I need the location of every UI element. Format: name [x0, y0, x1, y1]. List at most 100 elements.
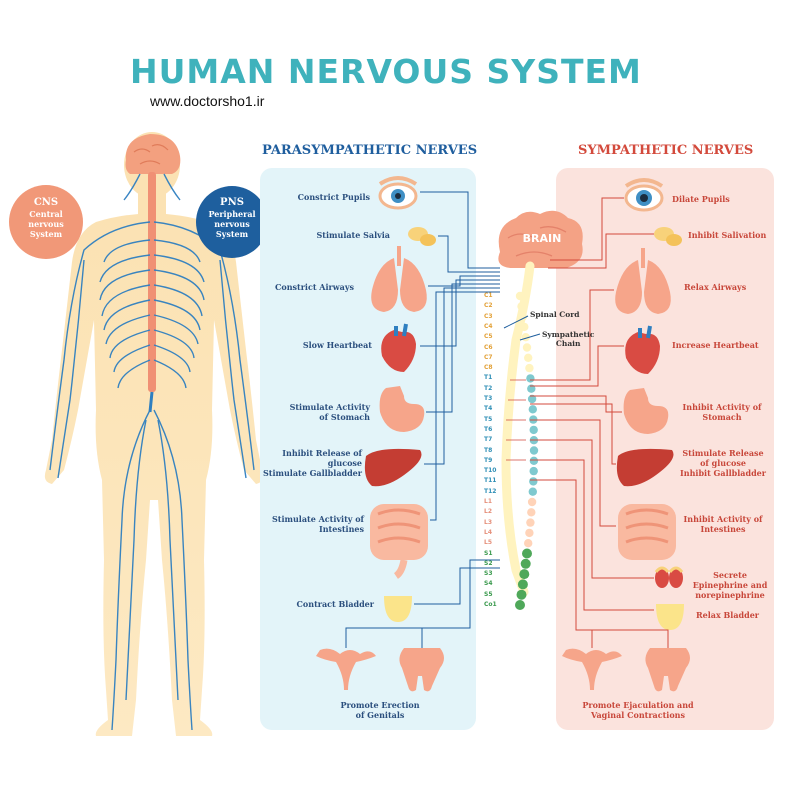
vertebra-label-s3: S3	[484, 570, 493, 578]
vertebra-label-t11: T11	[484, 477, 497, 485]
sym-label-relax-airways: Relax Airways	[684, 282, 747, 292]
vertebra-label-t2: T2	[484, 384, 493, 392]
vertebra-dot-s2	[520, 558, 531, 569]
vertebra-label-c2: C2	[484, 302, 493, 310]
vertebra-label-t10: T10	[484, 467, 497, 475]
vertebra-dot-s5	[516, 589, 527, 600]
vertebra-dot-c2	[517, 302, 526, 311]
vertebra-dot-s1	[522, 548, 532, 559]
vertebra-dot-l4	[525, 528, 534, 538]
brain-label: BRAIN	[522, 232, 562, 245]
vertebra-dot-t6	[529, 425, 538, 435]
vertebra-dot-co1	[515, 600, 525, 610]
pns-label: PNS Peripheral nervous System	[208, 197, 256, 239]
pns-badge	[196, 186, 268, 258]
para-label-constrict-airways: Constrict Airways	[274, 282, 354, 292]
vertebra-label-t7: T7	[484, 436, 493, 444]
vertebra-label-s4: S4	[484, 580, 493, 588]
vertebra-label-c5: C5	[484, 333, 493, 341]
cns-label: CNS Central nervous System	[28, 197, 64, 239]
para-label-slow-heartbeat: Slow Heartbeat	[302, 340, 372, 350]
vertebra-label-t3: T3	[484, 395, 493, 402]
vertebra-dot-s3	[519, 569, 530, 580]
central-brain-spine	[498, 210, 583, 610]
vertebra-label-t4: T4	[484, 405, 493, 413]
vertebra-label-co1: Co1	[484, 601, 497, 608]
vertebra-label-t1: T1	[484, 374, 493, 382]
vertebra-label-c1: C1	[484, 292, 493, 299]
parasympathetic-heading: PARASYMPATHETIC NERVES	[262, 143, 478, 158]
vertebra-label-c7: C7	[484, 353, 493, 361]
vertebra-dot-c1	[515, 291, 525, 301]
vertebra-dot-l1	[527, 497, 537, 507]
sym-organs	[562, 178, 690, 692]
vertebra-dot-c7	[524, 353, 533, 362]
vertebra-dot-t4	[528, 405, 537, 414]
vertebra-label-s1: S1	[484, 549, 493, 557]
vertebra-dot-t8	[529, 446, 539, 455]
vertebra-dot-c6	[522, 343, 532, 352]
vertebra-dot-l2	[527, 508, 536, 517]
vertebra-dot-s4	[517, 579, 528, 590]
vertebra-label-t9: T9	[484, 456, 493, 464]
para-label-constrict-pupils: Constrict Pupils	[297, 192, 370, 202]
vertebra-dot-t3	[527, 394, 537, 404]
para-label-contract-bladder: Contract Bladder	[296, 599, 374, 609]
spinal-cord-pointer	[503, 315, 529, 329]
source-url: www.doctorsho1.ir	[150, 93, 265, 109]
vertebra-label-l1: L1	[484, 498, 492, 505]
vertebra-label-c6: C6	[484, 343, 493, 351]
sym-label-inhibit-salivation: Inhibit Salivation	[688, 230, 767, 240]
vertebra-label-l4: L4	[484, 528, 492, 536]
sym-label-dilate-pupils: Dilate Pupils	[672, 194, 730, 204]
para-organs	[316, 176, 444, 692]
vertebra-label-t6: T6	[484, 425, 493, 433]
vertebra-dot-t11	[529, 477, 538, 486]
vertebra-dot-t2	[527, 384, 536, 393]
vertebra-dot-t12	[528, 487, 537, 496]
vertebra-dot-t9	[529, 456, 539, 465]
vertebra-dot-c8	[525, 363, 534, 373]
cns-badge	[9, 185, 83, 259]
human-body-figure	[44, 132, 264, 736]
vertebra-dot-t10	[529, 466, 538, 476]
vertebra-dot-l3	[526, 518, 535, 527]
vertebra-dot-l5	[524, 539, 533, 548]
sympathetic-panel	[556, 168, 774, 730]
sym-label-relax-bladder: Relax Bladder	[696, 610, 759, 620]
vertebra-label-c3: C3	[484, 312, 493, 320]
vertebra-label-s5: S5	[484, 590, 493, 598]
spinal-cord-label: Spinal Cord	[530, 310, 580, 319]
vertebra-label-t5: T5	[484, 415, 493, 423]
para-label-stimulate-salvia: Stimulate Salvia	[316, 230, 390, 240]
vertebra-label-l2: L2	[484, 508, 492, 516]
vertebra-dot-t1	[526, 374, 535, 383]
vertebra-label-t8: T8	[484, 446, 493, 454]
page-title: HUMAN NERVOUS SYSTEM	[130, 52, 642, 91]
vertebra-dot-c3	[518, 312, 528, 321]
sym-label-increase-heartbeat: Increase Heartbeat	[672, 340, 759, 350]
vertebra-label-l5: L5	[484, 539, 492, 547]
sympathetic-heading: SYMPATHETIC NERVES	[578, 143, 754, 158]
vertebra-label-s2: S2	[484, 559, 493, 567]
sym-nerve-lines	[506, 197, 669, 648]
vertebra-label-t12: T12	[484, 487, 497, 495]
chain-pointer	[519, 333, 541, 341]
vertebra-label-l3: L3	[484, 518, 492, 526]
para-nerve-lines	[345, 191, 500, 648]
vertebra-label-c4: C4	[484, 322, 493, 330]
vertebra-dot-c4	[520, 322, 529, 332]
